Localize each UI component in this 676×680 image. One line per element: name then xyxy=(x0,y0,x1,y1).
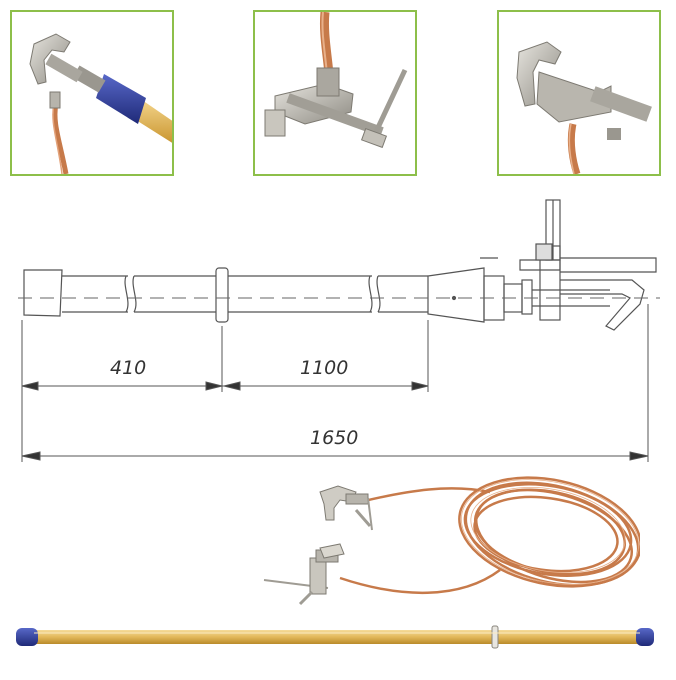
clamp-on-pole-image xyxy=(29,33,172,174)
upper-cable-clamp xyxy=(319,485,373,531)
thumbnail-clamp-on-pole xyxy=(10,10,174,176)
stopper-ring xyxy=(215,267,229,323)
dim-label-410: 410 xyxy=(110,357,146,379)
earthing-cable-set xyxy=(263,476,640,606)
lower-cable-clamp xyxy=(263,543,345,606)
clamp-hook xyxy=(560,279,645,331)
bus-clamp-image xyxy=(516,41,652,174)
earthing-clamp-image xyxy=(264,12,408,149)
pole-left-cap xyxy=(16,628,38,646)
dim-label-1100: 1100 xyxy=(300,357,348,379)
pole-right-cap xyxy=(636,628,654,646)
pole-stopper-ring xyxy=(491,625,499,649)
thumbnail-earthing-clamp xyxy=(253,10,417,176)
pole-shaft xyxy=(34,630,640,644)
bus-bar xyxy=(560,257,657,273)
pole-section-1 xyxy=(62,275,128,313)
thumbnail-bus-clamp xyxy=(497,10,661,176)
coiled-copper-cable xyxy=(339,476,640,594)
technical-drawing: 410 1100 1650 xyxy=(18,199,660,462)
pole-section-2 xyxy=(228,275,372,313)
wooden-pole xyxy=(16,625,654,649)
pole-end-tip xyxy=(23,269,63,317)
head-ferrule xyxy=(427,267,485,323)
dim-label-1650: 1650 xyxy=(310,427,358,449)
